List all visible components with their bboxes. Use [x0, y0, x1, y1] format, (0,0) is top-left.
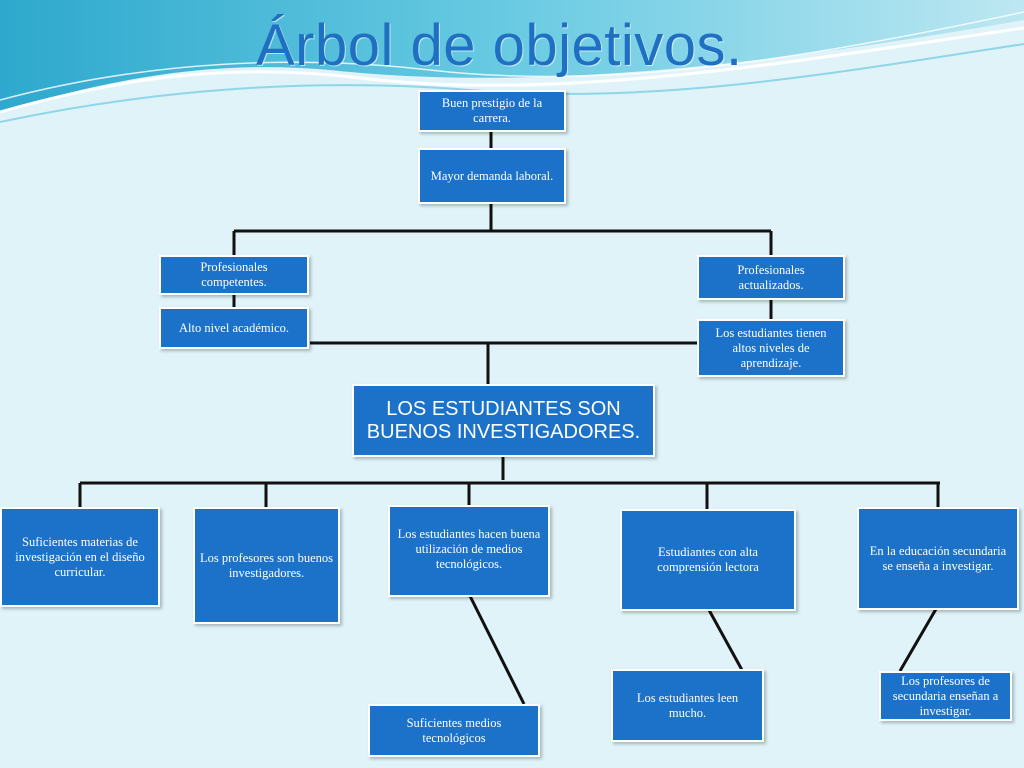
slide-title: Árbol de objetivos. — [256, 13, 743, 78]
end-node-demanda-laboral: Mayor demanda laboral. — [418, 148, 566, 204]
means-node-materias-investigacion: Suficientes materias de investigación en… — [0, 507, 160, 607]
sub-means-node-medios-suficientes: Suficientes medios tecnológicos — [368, 704, 540, 757]
means-node-profesores-investigadores: Los profesores son buenos investigadores… — [193, 507, 340, 624]
wave-decoration — [0, 0, 1024, 123]
means-node-secundaria-investigar: En la educación secundaria se enseña a i… — [857, 507, 1019, 610]
end-node-altos-niveles-aprendizaje: Los estudiantes tienen altos niveles de … — [697, 319, 845, 377]
central-objective: LOS ESTUDIANTES SON BUENOS INVESTIGADORE… — [352, 384, 655, 457]
sub-means-node-leen-mucho: Los estudiantes leen mucho. — [611, 669, 764, 742]
means-node-comprension-lectora: Estudiantes con alta comprensión lectora — [620, 509, 796, 611]
end-node-prestigio: Buen prestigio de la carrera. — [418, 90, 566, 132]
end-node-alto-nivel-academico: Alto nivel académico. — [159, 307, 309, 349]
end-node-profesionales-actualizados: Profesionales actualizados. — [697, 255, 845, 300]
sub-means-node-profesores-secundaria: Los profesores de secundaria enseñan a i… — [879, 671, 1012, 721]
means-node-medios-tecnologicos: Los estudiantes hacen buena utilización … — [388, 505, 550, 597]
end-node-profesionales-competentes: Profesionales competentes. — [159, 255, 309, 295]
